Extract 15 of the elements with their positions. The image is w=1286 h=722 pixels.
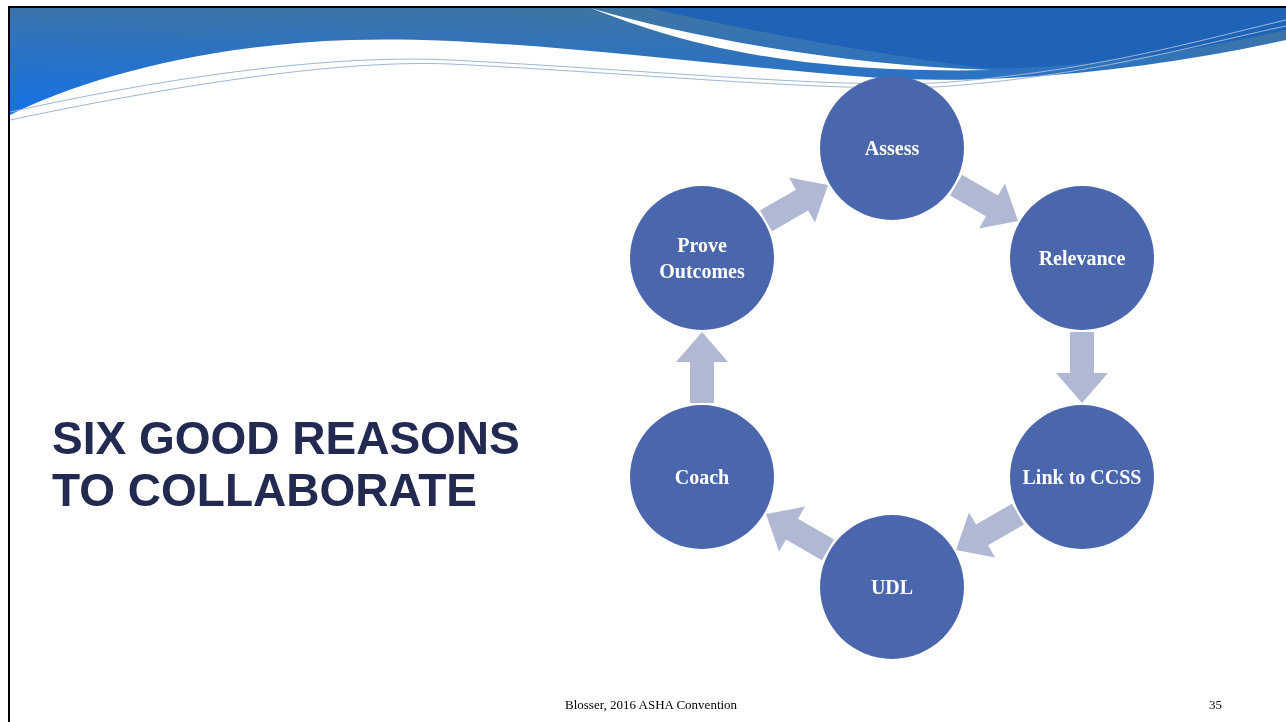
- circle-label: Link to CCSS: [1022, 465, 1142, 490]
- slide-title: SIX GOOD REASONS TO COLLABORATE: [52, 412, 521, 516]
- block-arrow: [1056, 332, 1108, 403]
- block-arrow: [766, 506, 834, 561]
- slide-number: 35: [1209, 696, 1222, 714]
- circle-label: Relevance: [1038, 246, 1126, 271]
- block-arrow: [950, 174, 1018, 229]
- footer-text: Blosser, 2016 ASHA Convention: [565, 696, 738, 714]
- circle-label: Coach: [674, 465, 730, 490]
- block-arrow: [760, 177, 828, 232]
- circle-label: Assess: [864, 136, 920, 161]
- circle-label: UDL: [870, 575, 914, 600]
- block-arrow: [676, 332, 728, 403]
- block-arrow: [956, 503, 1024, 558]
- circle-label: Prove Outcomes: [658, 233, 746, 284]
